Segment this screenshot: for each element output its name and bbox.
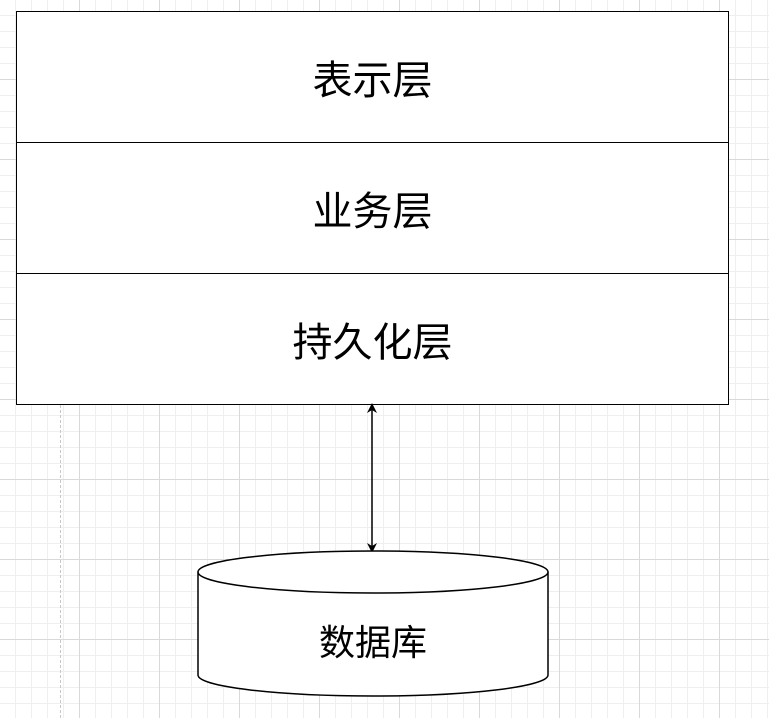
business-layer-label: 业务层: [312, 189, 433, 235]
presentation-layer-label: 表示层: [312, 58, 433, 104]
database-cylinder-body: [197, 572, 549, 697]
database-label: 数据库: [318, 623, 427, 664]
guide-line: [60, 400, 61, 718]
persistence-layer-label: 持久化层: [292, 320, 453, 366]
presentation-layer-box[interactable]: 表示层: [16, 11, 729, 143]
business-layer-box[interactable]: 业务层: [16, 142, 729, 274]
persistence-layer-box[interactable]: 持久化层: [16, 273, 729, 405]
database-cylinder-top: [197, 550, 549, 594]
database-cylinder[interactable]: [197, 550, 549, 697]
